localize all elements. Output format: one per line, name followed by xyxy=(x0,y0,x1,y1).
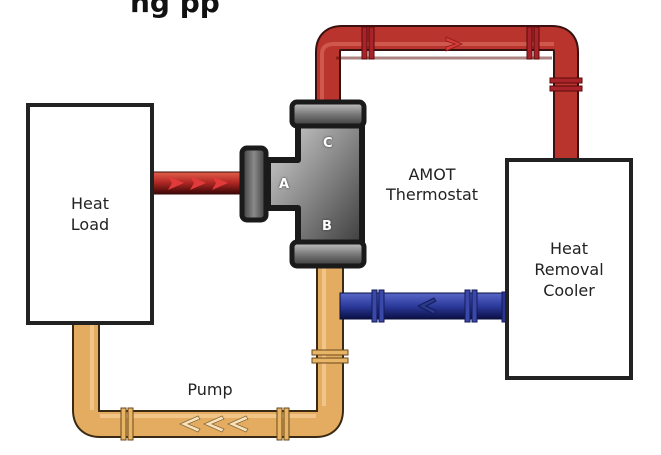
cooler-box: Heat Removal Cooler xyxy=(505,158,633,380)
flow-arrow-right-icon xyxy=(445,36,463,52)
pump-label: Pump xyxy=(187,380,233,399)
pump-return-pipe xyxy=(72,262,349,441)
title-fragment: ng pp xyxy=(130,0,220,19)
flow-arrow-left-icon xyxy=(179,415,249,433)
port-b-label: B xyxy=(322,219,332,234)
pipe-coupling xyxy=(464,289,478,323)
flow-arrow-right-icon xyxy=(168,176,228,190)
pipe-coupling xyxy=(371,289,385,323)
heat-load-label: Heat Load xyxy=(70,194,110,234)
port-c-label: C xyxy=(323,136,333,151)
pipe-coupling xyxy=(120,407,134,441)
thermostat-label: AMOT Thermostat xyxy=(385,165,479,204)
pipe-coupling xyxy=(311,349,349,364)
cooled-return-pipe xyxy=(339,289,509,323)
pipe-coupling xyxy=(276,407,290,441)
amot-thermostat-valve xyxy=(239,99,367,269)
pipe-coupling xyxy=(549,77,583,92)
hot-bypass-pipe xyxy=(315,25,583,160)
heat-load-box: Heat Load xyxy=(26,103,154,325)
pipe-coupling xyxy=(361,26,375,60)
cooler-label: Heat Removal Cooler xyxy=(534,238,604,300)
port-a-label: A xyxy=(279,177,290,192)
hot-inlet-pipe xyxy=(149,171,247,195)
flow-arrow-left-icon xyxy=(416,297,437,315)
pipe-coupling xyxy=(526,26,540,60)
